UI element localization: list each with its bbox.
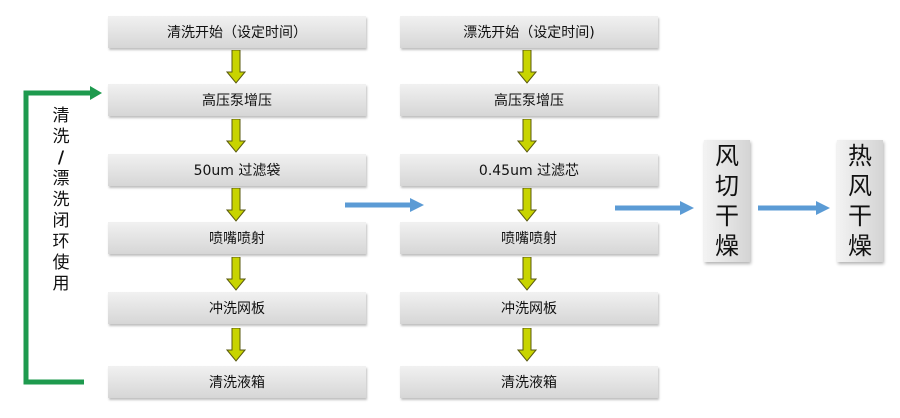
loop-line (23, 90, 92, 385)
down-arrow-icon (226, 328, 246, 362)
flow-arrow-1-head-icon (410, 198, 424, 212)
down-arrow-icon (226, 188, 246, 222)
down-arrow-icon (226, 257, 246, 291)
down-arrow-icon (517, 328, 537, 362)
rinse-step-pump: 高压泵增压 (400, 84, 658, 116)
loop-arrow-head-icon (90, 86, 102, 100)
down-arrow-icon (226, 50, 246, 84)
wash-step-start: 清洗开始（设定时间） (108, 16, 366, 48)
hot-air-dry-box: 热 风 干 燥 (837, 140, 883, 262)
down-arrow-icon (517, 50, 537, 84)
down-arrow-icon (517, 188, 537, 222)
rinse-step-nozzle: 喷嘴喷射 (400, 222, 658, 254)
down-arrow-icon (517, 119, 537, 153)
wash-step-nozzle: 喷嘴喷射 (108, 222, 366, 254)
wash-step-filter-bag: 50um 过滤袋 (108, 154, 366, 186)
down-arrow-icon (517, 257, 537, 291)
air-knife-dry-box: 风 切 干 燥 (704, 140, 750, 262)
rinse-step-rinse-board: 冲洗网板 (400, 292, 658, 324)
down-arrow-icon (226, 119, 246, 153)
flow-arrow-3-head-icon (816, 201, 830, 215)
rinse-step-tank: 清洗液箱 (400, 366, 658, 398)
wash-step-pump: 高压泵增压 (108, 84, 366, 116)
wash-step-rinse-board: 冲洗网板 (108, 292, 366, 324)
flow-arrow-2-head-icon (680, 201, 694, 215)
loop-label: 清 洗 / 漂 洗 闭 环 使 用 (52, 106, 70, 294)
rinse-step-filter-core: 0.45um 过滤芯 (400, 154, 658, 186)
wash-step-tank: 清洗液箱 (108, 366, 366, 398)
rinse-step-start: 漂洗开始（设定时间) (400, 16, 658, 48)
